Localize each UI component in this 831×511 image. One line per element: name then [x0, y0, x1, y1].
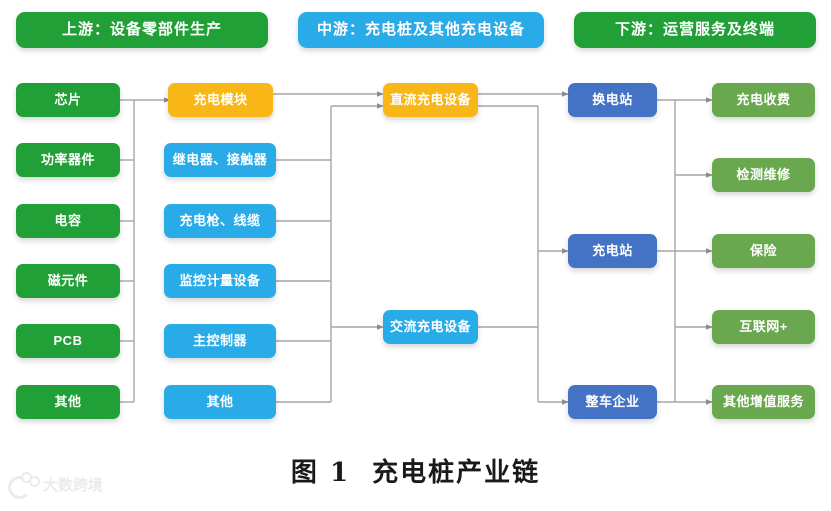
node-inspection-repair-label: 检测维修: [736, 166, 791, 182]
node-capacitor-label: 电容: [54, 212, 82, 228]
header-upstream-label: 上游：设备零部件生产: [61, 21, 222, 39]
node-vehicle-oem-label: 整车企业: [585, 393, 640, 409]
node-charging-station-label: 充电站: [592, 242, 633, 258]
watermark: 大数跨境: [8, 472, 104, 499]
node-charging-fee[interactable]: 充电收费: [712, 83, 815, 117]
node-ac-equipment-label: 交流充电设备: [389, 318, 471, 334]
node-magnetic[interactable]: 磁元件: [16, 264, 120, 298]
node-monitoring-metering[interactable]: 监控计量设备: [164, 264, 276, 298]
figure-title: 充电桩产业链: [372, 458, 541, 488]
node-internet-plus-label: 互联网+: [739, 318, 788, 334]
node-inspection-repair[interactable]: 检测维修: [712, 158, 815, 192]
node-chip[interactable]: 芯片: [16, 83, 120, 117]
node-charge-module-label: 充电模块: [193, 91, 248, 107]
node-magnetic-label: 磁元件: [47, 272, 89, 288]
node-relay-contactor-label: 继电器、接触器: [172, 151, 268, 167]
node-dc-equipment[interactable]: 直流充电设备: [383, 83, 478, 117]
header-downstream-label: 下游：运营服务及终端: [614, 21, 775, 39]
node-power-device-label: 功率器件: [40, 151, 95, 167]
node-other-value-added[interactable]: 其他增值服务: [712, 385, 815, 419]
node-pcb-label: PCB: [53, 332, 83, 348]
header-upstream: 上游：设备零部件生产: [16, 12, 268, 48]
edges-stations-to-services: [657, 97, 713, 405]
edges-upstream-to-module: [120, 97, 171, 403]
edges-components-to-equipment: [273, 91, 384, 403]
figure-caption: 图 1 充电桩产业链: [0, 452, 831, 489]
edges-equipment-to-stations: [478, 91, 569, 405]
node-capacitor[interactable]: 电容: [16, 204, 120, 238]
watermark-text: 大数跨境: [43, 476, 104, 494]
node-gun-cable[interactable]: 充电枪、线缆: [164, 204, 276, 238]
node-charging-fee-label: 充电收费: [736, 91, 791, 107]
figure-number: 图 1: [290, 458, 351, 488]
node-swap-station[interactable]: 换电站: [568, 83, 657, 117]
node-insurance[interactable]: 保险: [712, 234, 815, 268]
node-charge-module[interactable]: 充电模块: [168, 83, 273, 117]
node-swap-station-label: 换电站: [592, 91, 633, 107]
header-midstream-label: 中游：充电桩及其他充电设备: [316, 21, 525, 39]
node-power-device[interactable]: 功率器件: [16, 143, 120, 177]
node-internet-plus[interactable]: 互联网+: [712, 310, 815, 344]
watermark-logo-icon: [8, 472, 40, 499]
node-other-upstream-label: 其他: [54, 393, 82, 409]
node-relay-contactor[interactable]: 继电器、接触器: [164, 143, 276, 177]
node-other-midstream[interactable]: 其他: [164, 385, 276, 419]
header-midstream: 中游：充电桩及其他充电设备: [298, 12, 544, 48]
node-pcb[interactable]: PCB: [16, 324, 120, 358]
node-main-controller-label: 主控制器: [192, 332, 247, 348]
node-other-midstream-label: 其他: [206, 393, 234, 409]
node-ac-equipment[interactable]: 交流充电设备: [383, 310, 478, 344]
node-chip-label: 芯片: [54, 91, 82, 107]
node-main-controller[interactable]: 主控制器: [164, 324, 276, 358]
node-vehicle-oem[interactable]: 整车企业: [568, 385, 657, 419]
node-charging-station[interactable]: 充电站: [568, 234, 657, 268]
node-other-value-added-label: 其他增值服务: [722, 393, 804, 409]
node-dc-equipment-label: 直流充电设备: [389, 91, 471, 107]
node-insurance-label: 保险: [749, 242, 777, 258]
header-downstream: 下游：运营服务及终端: [574, 12, 816, 48]
node-other-upstream[interactable]: 其他: [16, 385, 120, 419]
node-gun-cable-label: 充电枪、线缆: [179, 212, 261, 228]
node-monitoring-metering-label: 监控计量设备: [179, 272, 261, 288]
